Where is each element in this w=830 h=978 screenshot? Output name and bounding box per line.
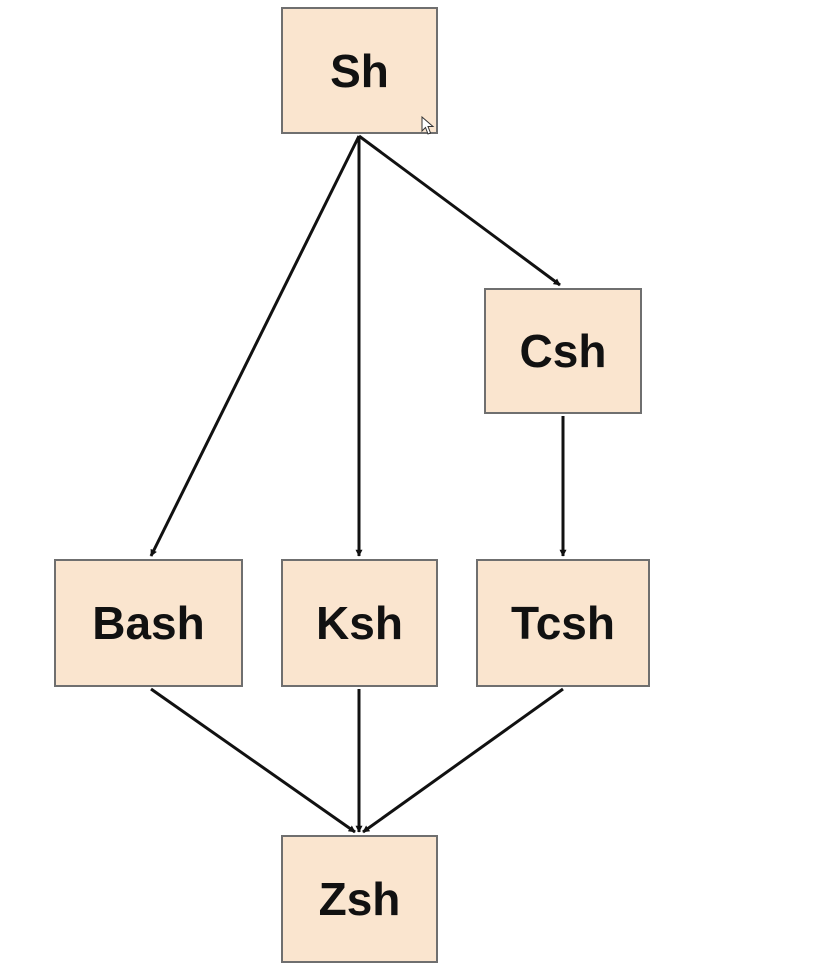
node-ksh: Ksh: [281, 559, 438, 687]
node-csh-label: Csh: [519, 325, 607, 377]
edge-bash-zsh: [150, 687, 356, 834]
node-sh-label: Sh: [330, 44, 389, 97]
node-sh: Sh: [281, 7, 438, 134]
node-tcsh-label: Tcsh: [511, 597, 615, 649]
node-zsh: Zsh: [281, 835, 438, 963]
edge-sh-bash: [149, 135, 361, 557]
mouse-pointer-icon: [421, 116, 435, 135]
node-bash: Bash: [54, 559, 243, 687]
node-bash-label: Bash: [92, 597, 205, 649]
node-tcsh: Tcsh: [476, 559, 650, 687]
node-zsh-label: Zsh: [318, 873, 401, 925]
edge-tcsh-zsh: [362, 687, 564, 834]
node-ksh-label: Ksh: [316, 597, 403, 649]
node-csh: Csh: [484, 288, 642, 414]
edge-sh-csh: [358, 134, 561, 287]
